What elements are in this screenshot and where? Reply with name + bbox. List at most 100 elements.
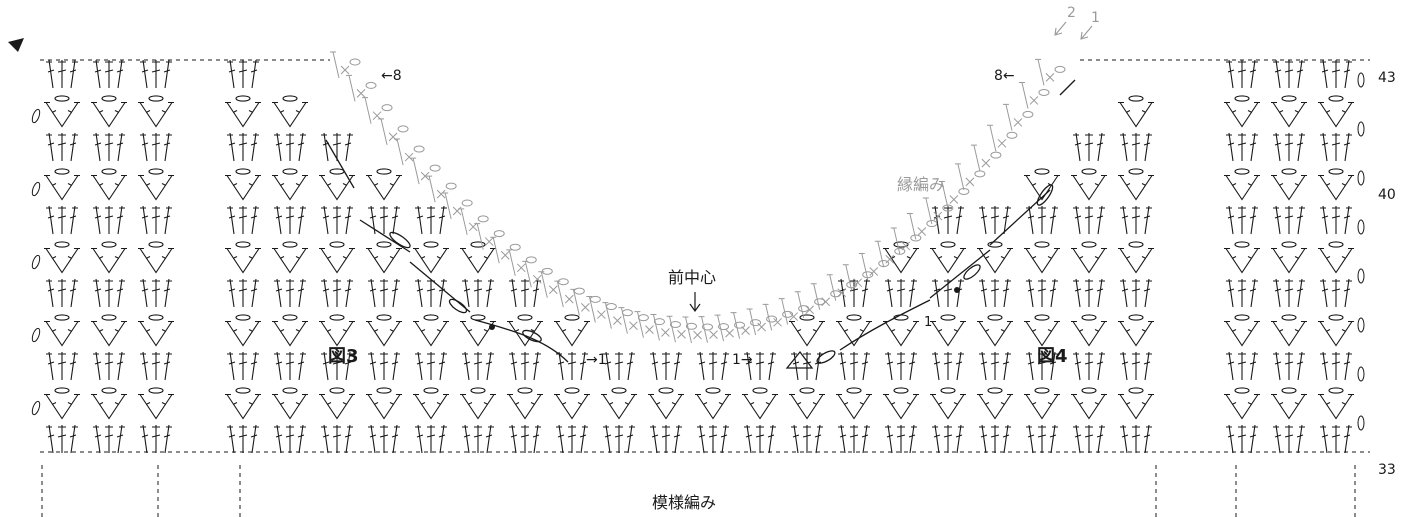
edge-chain-loop: [1357, 219, 1365, 235]
tr-cluster-stitch: [1026, 424, 1058, 454]
v-shell-stitch: [1071, 241, 1107, 274]
v-shell-stitch: [836, 387, 872, 420]
tr-cluster-stitch: [650, 424, 682, 454]
edge-chain-loop: [1357, 170, 1365, 186]
tr-cluster-stitch: [368, 424, 400, 454]
start-triangle-icon: [8, 38, 24, 52]
edge-chain-loop: [1357, 415, 1365, 431]
tr-cluster-stitch: [697, 351, 729, 381]
tr-cluster-stitch: [744, 424, 776, 454]
tr-cluster-stitch: [1026, 278, 1058, 308]
tr-cluster-stitch: [321, 205, 353, 235]
tr-cluster-stitch: [1226, 132, 1258, 162]
v-shell-stitch: [225, 241, 261, 274]
v-shell-stitch: [1271, 314, 1307, 347]
tr-cluster-stitch: [1273, 132, 1305, 162]
v-shell-stitch: [1024, 168, 1060, 201]
tr-cluster-stitch: [1073, 278, 1105, 308]
front-center-label: 前中心: [668, 268, 716, 287]
tr-cluster-stitch: [1320, 424, 1352, 454]
v-shell-stitch: [1318, 168, 1354, 201]
edge-chain-loop: [31, 327, 41, 343]
tr-cluster-stitch: [1226, 205, 1258, 235]
edging-stitch: [970, 144, 1002, 172]
row-43-label: 43: [1378, 70, 1396, 86]
v-shell-stitch: [319, 241, 355, 274]
edging-stitch: [538, 271, 569, 298]
edging-stitch: [794, 291, 826, 318]
tr-cluster-stitch: [368, 278, 400, 308]
edging-stitch: [618, 307, 649, 334]
v-shell-stitch: [1024, 387, 1060, 420]
tr-cluster-stitch: [227, 424, 259, 454]
tr-cluster-stitch: [1120, 424, 1152, 454]
v-shell-stitch: [977, 241, 1013, 274]
tr-cluster-stitch: [227, 351, 259, 381]
tr-cluster-stitch: [932, 351, 964, 381]
tr-cluster-stitch: [140, 351, 172, 381]
edging-stitch: [698, 316, 730, 343]
v-shell-stitch: [366, 387, 402, 420]
tr-cluster-stitch: [697, 424, 729, 454]
v-shell-stitch: [1318, 314, 1354, 347]
tr-cluster-stitch: [1320, 132, 1352, 162]
v-shell-stitch: [742, 387, 778, 420]
edge-chain-loop: [31, 254, 41, 270]
tr-cluster-stitch: [1320, 278, 1352, 308]
tr-cluster-stitch: [140, 132, 172, 162]
v-shell-stitch: [225, 168, 261, 201]
v-shell-stitch: [1271, 168, 1307, 201]
edging-stitch: [650, 313, 681, 341]
tr-cluster-stitch: [93, 132, 125, 162]
fig3-label: 図3: [328, 346, 359, 367]
edging-stitch: [858, 253, 890, 280]
tr-cluster-stitch: [838, 278, 870, 308]
tr-cluster-stitch: [227, 278, 259, 308]
v-shell-stitch: [44, 387, 80, 420]
v-shell-stitch: [44, 168, 80, 201]
tr-cluster-stitch: [93, 59, 125, 89]
v-shell-stitch: [789, 387, 825, 420]
v-shell-stitch: [1118, 241, 1154, 274]
edging-label: 縁編み: [897, 175, 945, 194]
v-shell-stitch: [138, 314, 174, 347]
v-shell-stitch: [930, 387, 966, 420]
v-shell-stitch: [1118, 95, 1154, 128]
tr-cluster-stitch: [1273, 205, 1305, 235]
tr-cluster-stitch: [321, 351, 353, 381]
v-shell-stitch: [272, 241, 308, 274]
tr-cluster-stitch: [885, 424, 917, 454]
tr-cluster-stitch: [1073, 424, 1105, 454]
tr-cluster-stitch: [415, 205, 447, 235]
tr-cluster-stitch: [979, 351, 1011, 381]
tr-cluster-stitch: [1073, 351, 1105, 381]
edging-stitch: [938, 180, 970, 208]
row-33-label: 33: [1378, 462, 1396, 478]
tr-cluster-stitch: [1320, 351, 1352, 381]
v-shell-stitch: [554, 387, 590, 420]
v-shell-stitch: [883, 314, 919, 347]
v-shell-stitch: [91, 241, 127, 274]
edging-stitch: [714, 314, 746, 342]
edge-chain-loop: [31, 181, 41, 197]
v-shell-stitch: [225, 314, 261, 347]
v-shell-stitch: [366, 168, 402, 201]
tr-cluster-stitch: [1273, 351, 1305, 381]
edging-stitch: [346, 74, 377, 102]
tr-cluster-stitch: [140, 424, 172, 454]
tr-cluster-stitch: [93, 205, 125, 235]
tr-cluster-stitch: [321, 278, 353, 308]
v-shell-stitch: [1224, 387, 1260, 420]
tr-cluster-stitch: [838, 424, 870, 454]
tr-cluster-stitch: [1073, 205, 1105, 235]
tr-cluster-stitch: [885, 351, 917, 381]
v-shell-stitch: [601, 387, 637, 420]
edging-stitch: [330, 51, 361, 79]
tr-cluster-stitch: [1120, 351, 1152, 381]
v-shell-stitch: [319, 314, 355, 347]
pattern-label: 模様編み: [652, 493, 716, 512]
v-shell-stitch: [1318, 241, 1354, 274]
tr-cluster-stitch: [509, 351, 541, 381]
v-shell-stitch: [319, 387, 355, 420]
v-shell-stitch: [91, 387, 127, 420]
